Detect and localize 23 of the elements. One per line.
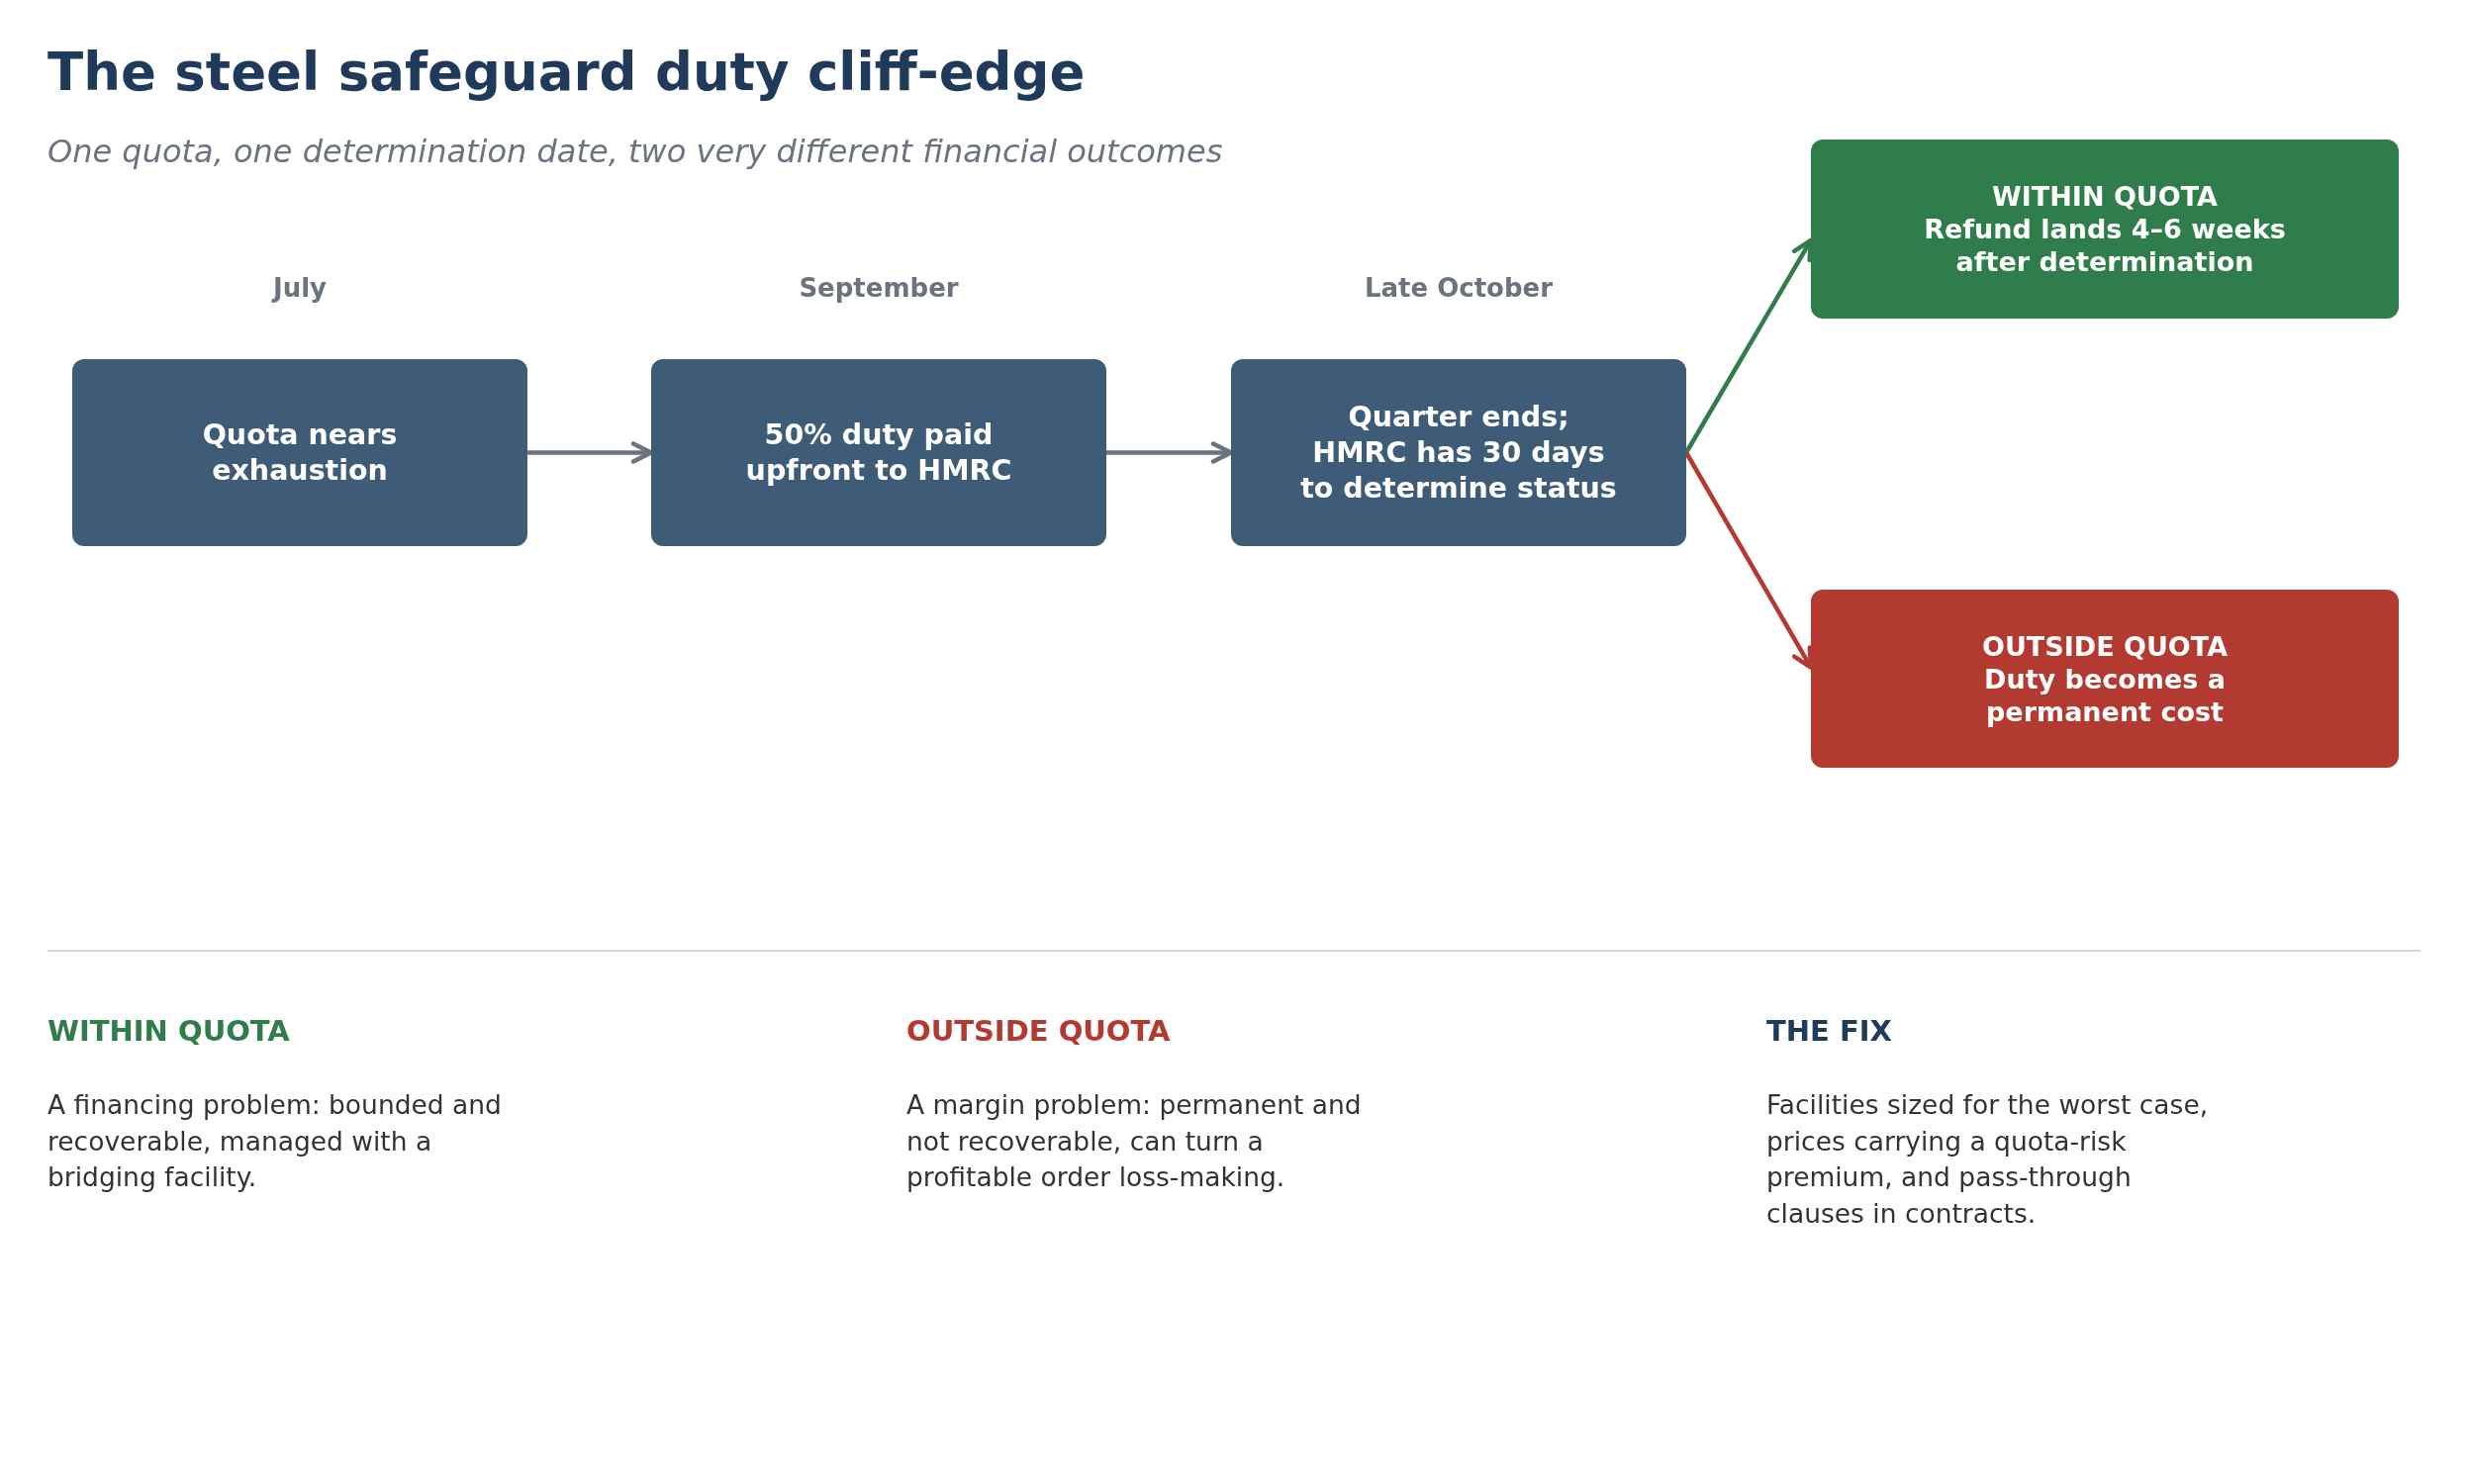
box-heading: OUTSIDE QUOTA [1981,629,2229,663]
box-text: Quarter ends; HMRC has 30 days to determine status [1299,399,1618,507]
body-text: Facilities sized for the worst case, prices carrying a quota-risk premium, and pass-through clauses in contracts. [1766,1088,2210,1231]
section-heading: WITHIN QUOTA [47,1014,290,1049]
timeline-label: Late October [1364,273,1554,305]
box-text: Refund lands 4–6 weeks after determination [1923,213,2287,278]
box-heading: WITHIN QUOTA [1992,180,2218,213]
process-box [1231,359,1686,546]
subtitle: One quota, one determination date, two very different financial outcomes [47,133,1223,171]
box-text: Quota nears exhaustion [201,417,399,489]
timeline-label: September [799,273,959,305]
process-box [651,359,1106,546]
process-box [72,359,527,546]
box-text: Duty becomes a permanent cost [1983,662,2227,728]
box-text: 50% duty paid upfront to HMRC [744,417,1013,489]
outcome-box [1811,590,2399,768]
section-heading: OUTSIDE QUOTA [906,1014,1171,1049]
title: The steel safeguard duty cliff-edge [47,41,1086,104]
body-text: A margin problem: permanent and not recoverable, can turn a profitable order loss-making. [906,1088,1363,1194]
section-heading: THE FIX [1766,1014,1892,1049]
timeline-label: July [273,273,327,305]
outcome-box [1811,139,2399,319]
body-text: A financing problem: bounded and recoverable, managed with a bridging facility. [47,1088,503,1194]
